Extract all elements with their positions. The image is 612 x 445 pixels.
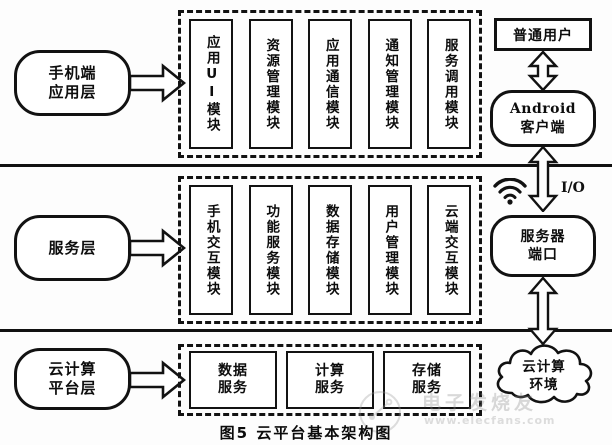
node-cloud-environment-line2: 环境 (529, 376, 559, 393)
node-server-port-line1: 服务器 (520, 228, 566, 245)
node-server-port[interactable]: 服务器 端口 (490, 215, 596, 277)
layer-label-cloud-platform-line1: 云计算 (48, 360, 97, 379)
wifi-icon (492, 177, 528, 206)
service-box-data[interactable]: 数据 服务 (189, 351, 277, 409)
service-box-storage-line2: 服务 (412, 380, 442, 396)
node-cloud-environment[interactable]: 云计算 环境 (488, 341, 600, 407)
layer-divider-2 (0, 329, 612, 332)
arrow-service-to-modules (128, 228, 187, 268)
module-service-invocation[interactable]: 服务调用模块 (427, 19, 471, 149)
layer-label-application: 手机端 应用层 (14, 50, 131, 116)
figure-caption: 图5 云平台基本架构图 (219, 424, 393, 442)
module-notification-management[interactable]: 通知管理模块 (367, 19, 412, 149)
cloud-platform-services-group: 数据 服务 计算 服务 存储 服务 (178, 344, 482, 416)
arrow-android-client-server-port (527, 145, 559, 213)
node-cloud-environment-label: 云计算 环境 (488, 359, 600, 394)
node-android-client-line1: Android (509, 101, 577, 118)
node-ordinary-user-label: 普通用户 (513, 27, 573, 44)
arrow-application-to-modules (128, 63, 187, 103)
node-ordinary-user[interactable]: 普通用户 (494, 18, 592, 51)
layer-label-application-line2: 应用层 (48, 83, 97, 101)
service-box-compute-line1: 计算 (315, 362, 345, 379)
service-box-compute[interactable]: 计算 服务 (286, 351, 374, 409)
service-box-compute-line2: 服务 (315, 380, 345, 396)
arrow-cloud-platform-to-services (128, 360, 187, 400)
layer-divider-1 (0, 164, 612, 167)
module-data-storage[interactable]: 数据存储模块 (308, 185, 352, 315)
module-resource-management[interactable]: 资源管理模块 (248, 19, 293, 149)
node-android-client[interactable]: Android 客户端 (490, 90, 596, 147)
application-modules-group: 应用UI模块 资源管理模块 应用通信模块 通知管理模块 服务调用模块 (178, 10, 482, 158)
module-cloud-interaction[interactable]: 云端交互模块 (427, 185, 471, 315)
node-server-port-line2: 端口 (528, 247, 558, 263)
io-label: I/O (561, 180, 585, 196)
node-android-client-line2: 客户端 (520, 119, 566, 136)
layer-label-service: 服务层 (14, 215, 131, 281)
module-user-management[interactable]: 用户管理模块 (367, 185, 412, 315)
layer-label-application-line1: 手机端 (48, 64, 97, 83)
node-cloud-environment-line1: 云计算 (522, 359, 566, 375)
arrow-server-port-cloud-environment (527, 276, 559, 346)
service-box-storage[interactable]: 存储 服务 (383, 351, 471, 409)
service-box-data-line1: 数据 (218, 362, 248, 379)
module-app-ui[interactable]: 应用UI模块 (189, 19, 233, 149)
layer-label-cloud-platform-line2: 平台层 (48, 379, 97, 397)
module-app-communication[interactable]: 应用通信模块 (308, 19, 352, 149)
service-box-storage-line1: 存储 (412, 362, 442, 379)
arrow-user-android-client (527, 50, 559, 92)
layer-label-cloud-platform: 云计算 平台层 (14, 348, 131, 410)
service-box-data-line2: 服务 (218, 380, 248, 396)
service-modules-group: 手机交互模块 功能服务模块 数据存储模块 用户管理模块 云端交互模块 (178, 176, 482, 324)
module-function-service[interactable]: 功能服务模块 (248, 185, 293, 315)
module-phone-interaction[interactable]: 手机交互模块 (189, 185, 233, 315)
layer-label-service-line1: 服务层 (48, 238, 97, 257)
